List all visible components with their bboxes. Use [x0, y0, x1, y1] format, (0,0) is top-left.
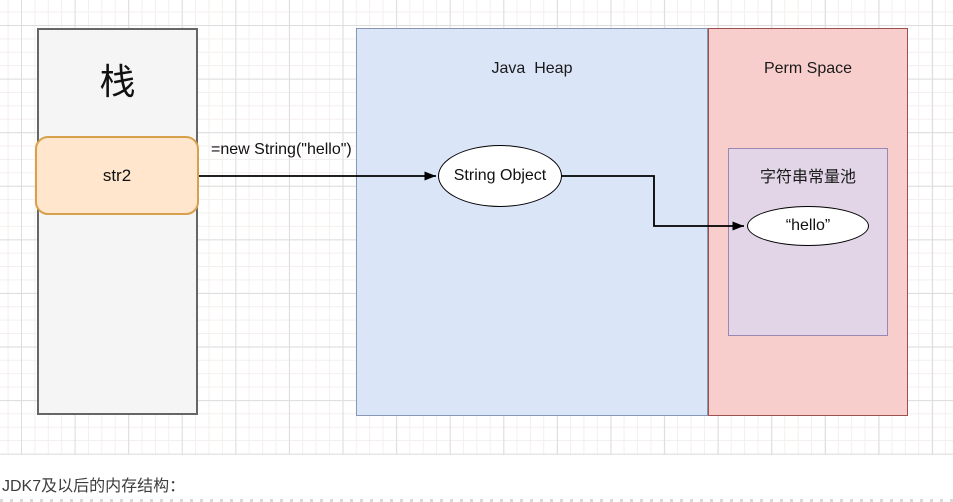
- caption-text: JDK7及以后的内存结构：: [2, 478, 186, 495]
- string-constant-pool-title: 字符串常量池: [759, 169, 856, 186]
- hello-literal-ellipse: “hello”: [747, 206, 869, 246]
- str2-variable-slot: str2: [35, 136, 199, 215]
- perm-space-title: Perm Space: [763, 60, 853, 77]
- assignment-expression-label: =new String("hello"): [211, 141, 352, 158]
- stack-box: 栈: [37, 28, 198, 415]
- string-object-ellipse: String Object: [438, 145, 562, 207]
- java-heap-box: Java Heap: [356, 28, 708, 416]
- java-heap-title: Java Heap: [491, 60, 573, 77]
- str2-variable-label: str2: [102, 165, 132, 185]
- stack-title: 栈: [99, 61, 136, 102]
- string-object-label: String Object: [453, 167, 547, 184]
- connector-arrows: [199, 171, 744, 231]
- diagram-canvas: 栈 Java Heap Perm Space 字符串常量池 str2 =new …: [0, 0, 953, 455]
- hello-literal-label: “hello”: [785, 217, 831, 234]
- arrow-string-object-to-hello: [561, 175, 744, 231]
- clipped-bottom-text-line: [0, 499, 953, 502]
